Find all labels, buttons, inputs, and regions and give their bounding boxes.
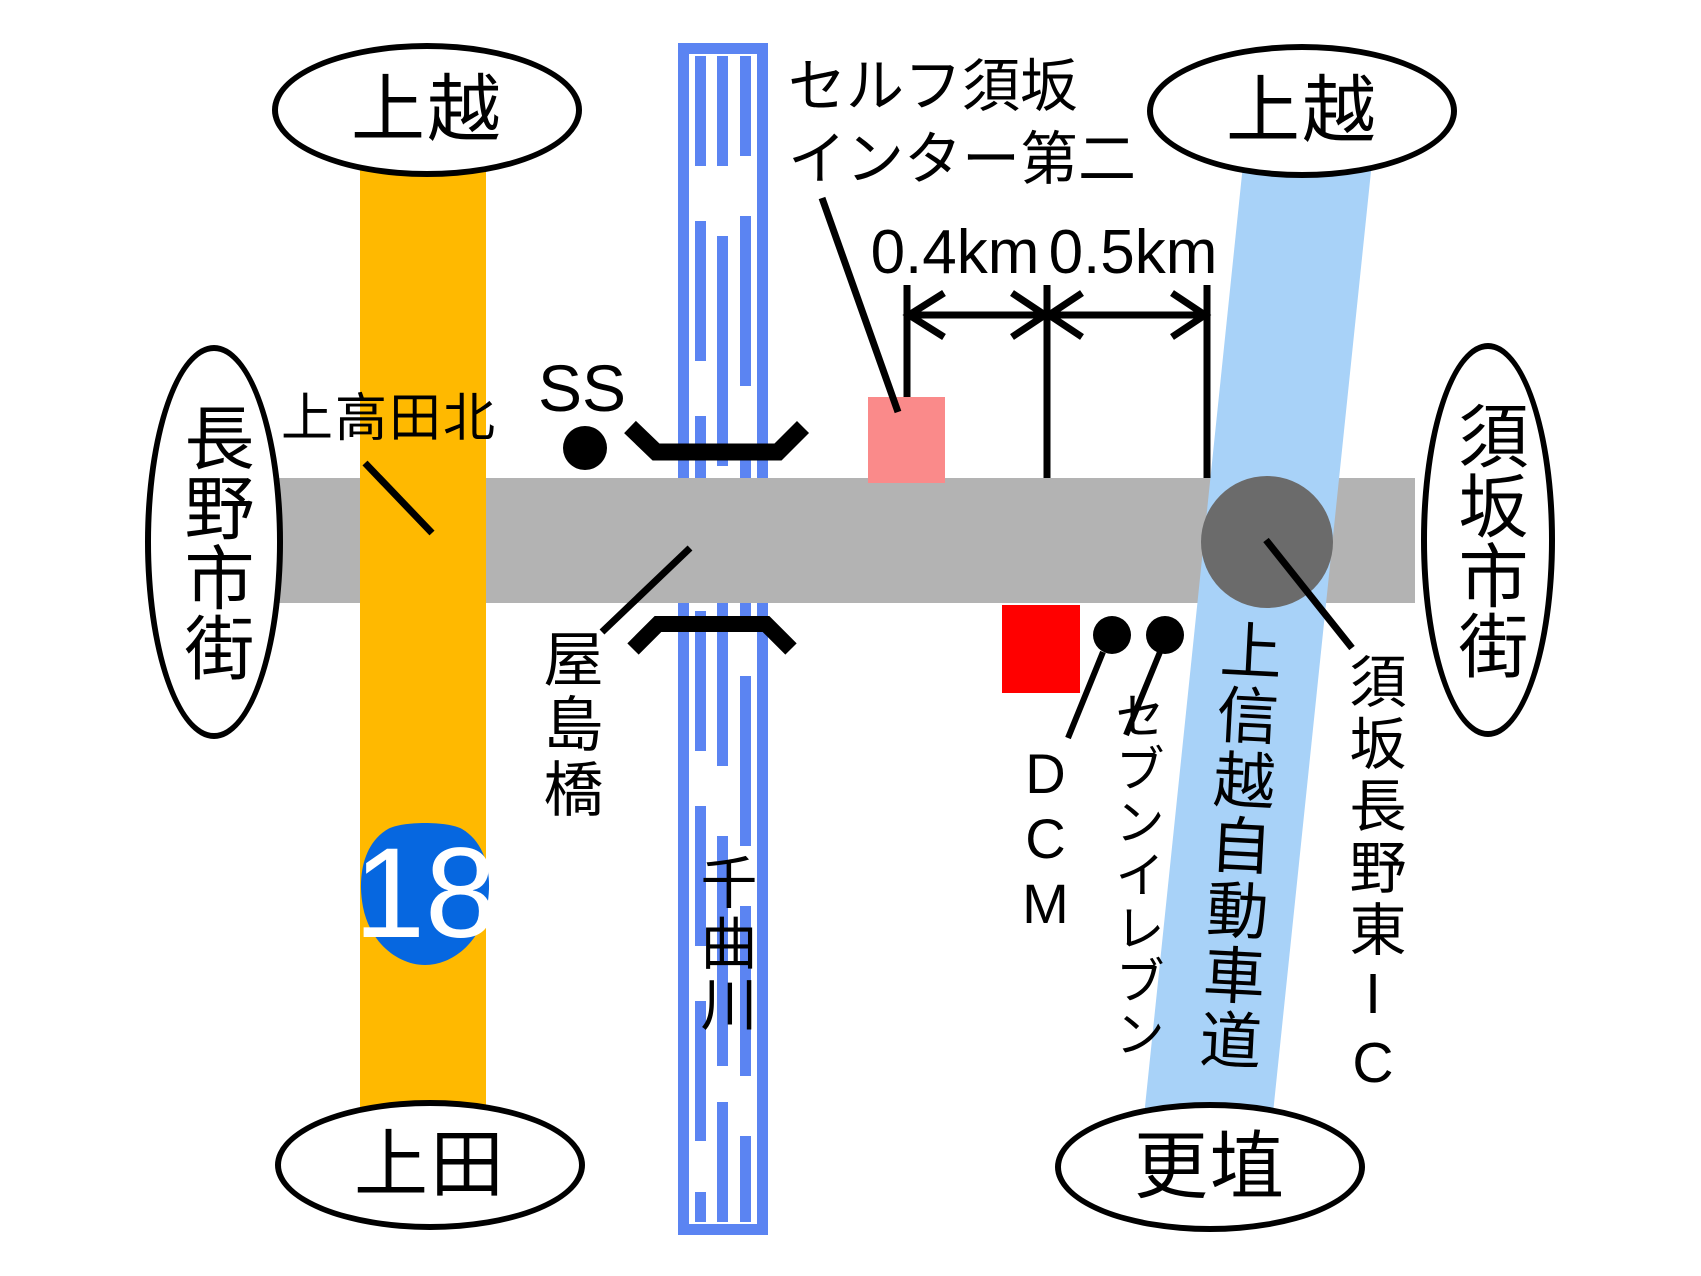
distance-label-05km: 0.5km <box>1048 218 1218 287</box>
dcm-marker <box>1002 605 1080 693</box>
gas-station-label: セルフ須坂 インター第二 <box>788 50 1136 196</box>
dcm-dot-stem <box>1065 650 1106 740</box>
route-18-badge: 18 <box>354 822 496 965</box>
gas-station-label-line2: インター第二 <box>788 127 1137 192</box>
arrowhead-right <box>1170 290 1212 340</box>
destination-oval-joetsu-west: 上越 <box>272 43 582 177</box>
gas-station-marker <box>868 397 945 483</box>
interchange-leader-line <box>1263 537 1355 651</box>
seven-eleven-dot <box>1146 616 1184 654</box>
river-stream-line <box>740 56 751 1222</box>
destination-label: 上越 <box>351 68 503 151</box>
intersection-leader-line <box>362 460 435 536</box>
bridge-name-label: 屋島橋 <box>535 628 602 823</box>
bridge-symbol-south <box>627 616 797 655</box>
arrowhead-left <box>902 290 946 340</box>
ss-label: SS <box>537 351 627 425</box>
ss-dot <box>563 426 607 470</box>
interchange-name-label: 須坂長野東IC <box>1341 652 1405 1100</box>
seven-eleven-dot-stem <box>1123 650 1163 737</box>
destination-oval-ueda: 上田 <box>275 1100 585 1230</box>
area-oval-suzaka-city: 須坂市街 <box>1421 343 1555 737</box>
gas-station-leader-line <box>818 196 902 414</box>
area-label: 長野市街 <box>175 402 253 682</box>
seven-eleven-label: セブンイレブン <box>1108 690 1164 1061</box>
area-oval-nagano-city: 長野市街 <box>145 345 283 739</box>
gas-station-label-line1: セルフ須坂 <box>788 54 1079 119</box>
route-badge-shape <box>360 823 490 965</box>
intersection-name-label: 上高田北 <box>281 390 498 448</box>
route-18-number: 18 <box>354 822 496 965</box>
bridge-symbol-north <box>624 420 810 461</box>
arrowhead-left <box>1042 290 1084 340</box>
dcm-label: DCM <box>1014 742 1077 937</box>
destination-oval-joetsu-east: 上越 <box>1147 44 1457 178</box>
destination-label: 上越 <box>1226 69 1378 152</box>
destination-oval-koshoku: 更埴 <box>1055 1102 1365 1232</box>
destination-label: 上田 <box>354 1123 506 1206</box>
dcm-dot <box>1093 616 1131 654</box>
river-name-label: 千曲川 <box>692 853 756 1036</box>
bridge-leader-line <box>599 545 693 635</box>
area-label: 須坂市街 <box>1449 400 1527 680</box>
route-18-road <box>360 110 486 1166</box>
destination-label: 更埴 <box>1134 1125 1286 1208</box>
river-stream-line <box>695 56 706 1222</box>
distance-label-04km: 0.4km <box>870 218 1040 287</box>
chikuma-river <box>678 43 768 1235</box>
river-stream-line <box>717 56 728 1222</box>
